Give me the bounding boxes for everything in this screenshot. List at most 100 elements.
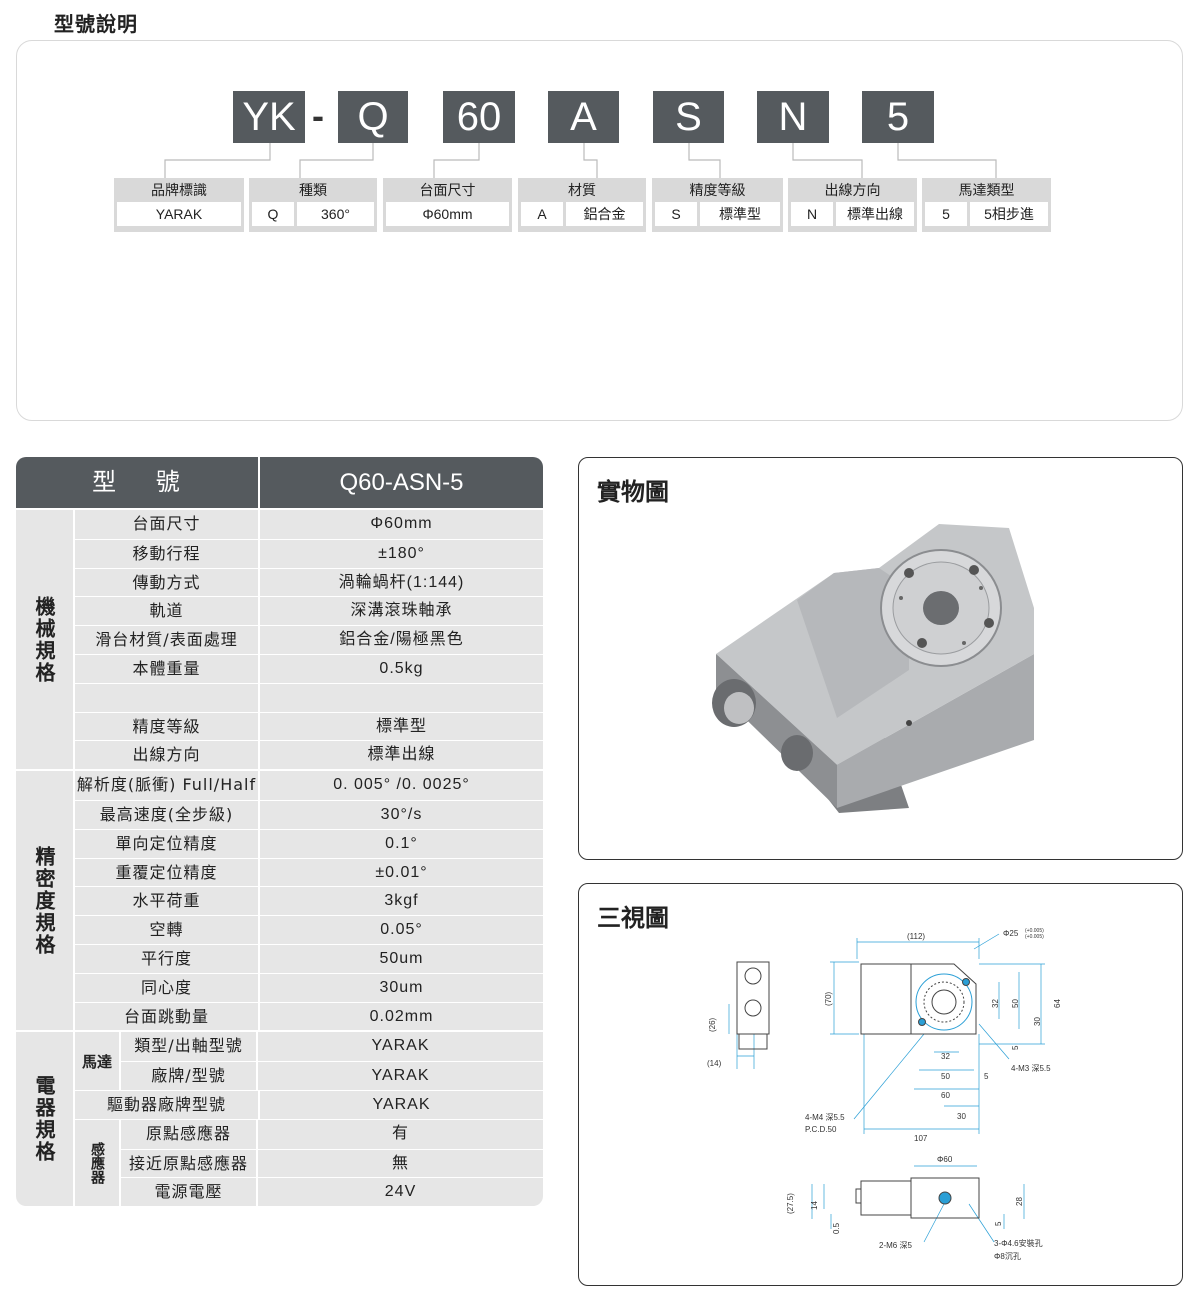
product-image <box>712 524 1034 813</box>
spec-label: 台面尺寸 <box>75 510 260 539</box>
dim-label: 30 <box>1033 1017 1042 1026</box>
code-card-header: 材質 <box>568 183 596 199</box>
dim-label: (26) <box>708 1017 717 1032</box>
dim-label: (70) <box>824 991 833 1006</box>
spec-value: 30°/s <box>380 805 423 823</box>
code-card-value: Φ60mm <box>386 202 509 226</box>
technical-drawing: (112) Φ25 (+0.005) (+0.005) (70) (26) (1… <box>707 928 1062 1261</box>
spec-row: 重覆定位精度 ±0.01° <box>75 857 543 887</box>
spec-value: 渦輪蝸杆(1:144) <box>338 573 465 591</box>
spec-value: YARAK <box>372 1095 431 1113</box>
code-segment-brand: YK <box>233 91 305 143</box>
spec-row: 移動行程±180° <box>75 538 543 568</box>
spec-value: 0.05° <box>380 921 423 939</box>
spec-value: 標準出線 <box>367 746 436 764</box>
spec-label: 台面跳動量 <box>75 1002 260 1031</box>
spec-label: 廠牌/型號 <box>121 1062 258 1090</box>
code-card-value: 鋁合金 <box>566 202 643 226</box>
spec-value: YARAK <box>371 1037 430 1055</box>
dim-label: 28 <box>1015 1197 1024 1206</box>
dim-label: (+0.005) <box>1025 934 1044 940</box>
spec-label: 同心度 <box>75 973 260 1002</box>
code-card-value: YARAK <box>117 202 241 226</box>
dim-label: 5 <box>984 1072 989 1081</box>
dim-label: 30 <box>957 1112 966 1121</box>
spec-value: 有 <box>391 1124 409 1142</box>
spec-row: 接近原點感應器 無 <box>121 1148 543 1178</box>
dim-label: (14) <box>707 1059 722 1068</box>
spec-label <box>75 683 260 712</box>
drawing-panel-title: 三視圖 <box>597 904 669 932</box>
spec-label: 平行度 <box>75 944 260 973</box>
subgroup-title: 馬達 <box>75 1032 121 1090</box>
spec-value: 30um <box>379 978 424 996</box>
spec-value: ±0.01° <box>375 863 428 881</box>
dim-label: 3-Φ4.6安裝孔 <box>994 1238 1043 1248</box>
spec-row: 最高速度(全步級)30°/s <box>75 799 543 829</box>
dim-label: 0.5 <box>832 1222 841 1234</box>
code-card-value: 標準出線 <box>836 202 914 226</box>
spec-header-model: Q60-ASN-5 <box>339 469 464 496</box>
code-card-code: N <box>791 202 833 226</box>
dim-label: Φ25 <box>1003 929 1019 938</box>
dim-label: 60 <box>941 1091 950 1100</box>
dim-label: 64 <box>1053 999 1062 1008</box>
code-card-code: 5 <box>925 202 967 226</box>
spec-row: 平行度 50um <box>75 943 543 973</box>
spec-row: 原點感應器有 <box>121 1119 543 1149</box>
spec-value: 0. 005° /0. 0025° <box>333 776 470 794</box>
spec-label: 出線方向 <box>75 741 260 770</box>
code-card-size: 台面尺寸 Φ60mm <box>383 178 512 232</box>
code-card-code: A <box>521 202 563 226</box>
photo-panel-title: 實物圖 <box>597 478 669 506</box>
spec-value: 0.5kg <box>379 659 424 677</box>
spec-row: 軌道深溝滾珠軸承 <box>75 596 543 626</box>
code-separator: - <box>312 95 324 136</box>
dim-label: Φ60 <box>937 1155 953 1164</box>
spec-value: 24V <box>384 1183 417 1201</box>
spec-value: 0.1° <box>385 834 418 852</box>
spec-value: 50um <box>379 949 424 967</box>
dim-label: (112) <box>907 932 925 941</box>
code-segment-material: A <box>548 91 619 143</box>
code-card-header: 精度等級 <box>689 183 746 199</box>
subgroup-title: 感應器 <box>89 1141 105 1184</box>
spec-label: 接近原點感應器 <box>121 1149 258 1178</box>
code-card-header: 種類 <box>299 183 327 199</box>
code-card-value: 標準型 <box>700 202 780 226</box>
spec-value: 鋁合金/陽極黑色 <box>339 631 464 649</box>
spec-label: 重覆定位精度 <box>75 858 260 887</box>
spec-row: 驅動器廠牌型號 YARAK <box>75 1089 543 1119</box>
code-card-value: 360° <box>297 202 374 226</box>
code-segment-size: 60 <box>443 91 515 143</box>
code-segment-wiring: N <box>757 91 829 143</box>
spec-row: 出線方向 標準出線 <box>75 740 543 770</box>
spec-value: 無 <box>391 1154 409 1172</box>
spec-label: 類型/出軸型號 <box>121 1032 258 1062</box>
spec-label: 驅動器廠牌型號 <box>75 1090 260 1119</box>
code-card-brand: 品牌標識 YARAK <box>114 178 244 232</box>
code-segment-motor: 5 <box>862 91 934 143</box>
spec-row: 滑台材質/表面處理鋁合金/陽極黑色 <box>75 625 543 654</box>
spec-value: 標準型 <box>375 717 427 735</box>
spec-value: 3kgf <box>384 892 419 910</box>
code-card-code: S <box>655 202 697 226</box>
dim-label: P.C.D.50 <box>805 1125 837 1134</box>
spec-value <box>260 684 543 712</box>
spec-label: 單向定位精度 <box>75 829 260 858</box>
dim-label: 107 <box>914 1134 928 1143</box>
drawing-panel: 三視圖 <box>578 883 1183 1286</box>
spec-row: 同心度 30um <box>75 972 543 1002</box>
